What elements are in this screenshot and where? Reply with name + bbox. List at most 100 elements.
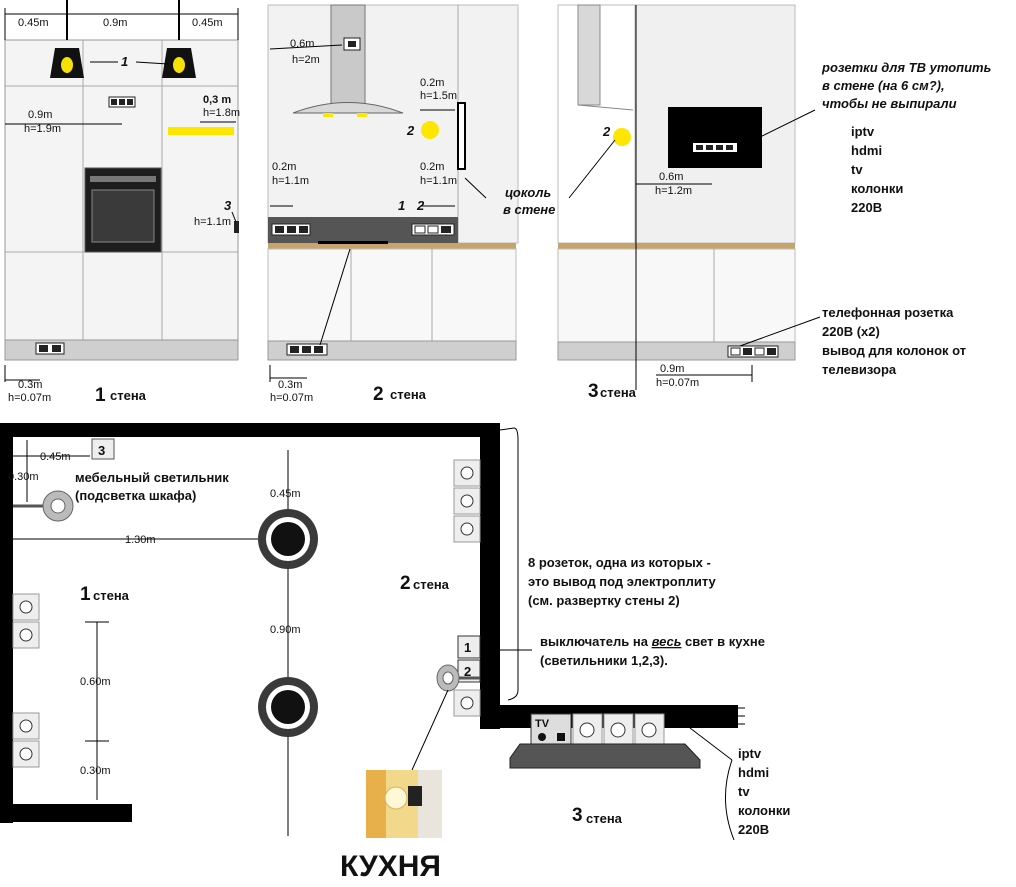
wall2-switch-label-2: 2: [416, 198, 425, 213]
plan-wall-top: [0, 423, 500, 437]
wall2-background: [267, 4, 519, 244]
plan-dim-030-left: 0.30m: [8, 471, 39, 483]
wall-lamp-2-icon: [613, 128, 631, 146]
plan-wall2-word: стена: [413, 577, 450, 592]
socket-block-icon: [12, 593, 40, 768]
wall3-tv-list-3: tv: [851, 162, 863, 177]
plan-tv-list-4: колонки: [738, 803, 790, 818]
socket-block-icon: [108, 96, 136, 108]
wall1-lamp-label: 1: [121, 54, 128, 69]
wall1-socket-dim: 0.9m: [28, 109, 52, 121]
wall1-bottom-height: h=0.07m: [8, 392, 51, 404]
wall2-right-dim: 0.2m: [420, 77, 444, 89]
wall1-dim-045-right: 0.45m: [192, 17, 223, 29]
plan-wall1-word: стена: [93, 588, 130, 603]
plan-dim-045-top: 0.45m: [40, 451, 71, 463]
wall2-bottom-height: h=0.07m: [270, 392, 313, 404]
socket-block-icon: [453, 459, 481, 717]
wall3-tv-note-3: чтобы не выпирали: [822, 96, 957, 111]
furniture-light-switch-icon: [91, 438, 115, 460]
wall1-dim-09: 0.9m: [103, 17, 127, 29]
plan-dim-130: 1.30m: [125, 534, 156, 546]
wall3-tv-list-4: колонки: [851, 181, 903, 196]
wall2-lamp-label: 2: [406, 123, 415, 138]
plan-sockets-note-3: (см. развертку стены 2): [528, 593, 680, 608]
wall2-hood-dim: 0.6m: [290, 38, 314, 50]
wall3-bottom-note-1: телефонная розетка: [822, 305, 954, 320]
plan-wall-right: [480, 423, 500, 729]
plan-wall-left: [0, 423, 13, 823]
wall3-caption-num: 3: [588, 381, 599, 402]
plan-dim-060: 0.60m: [80, 676, 111, 688]
wall2-plinth: [267, 340, 517, 361]
wall3-tv-note-2: в стене (на 6 см?),: [822, 78, 945, 93]
pendant-lamp-icon: [50, 0, 84, 78]
socket-block-icon: [727, 345, 779, 358]
switch-block-icon: [411, 223, 455, 236]
wall3-tv-note-1: розетки для ТВ утопить: [821, 60, 991, 75]
cooktop-icon: [318, 241, 388, 244]
wall2-bottom-dim: 0.3m: [278, 379, 302, 391]
wall1-light-height: h=1.8m: [203, 107, 240, 119]
wall2-hood-height: h=2m: [292, 54, 320, 66]
led-strip-light: [168, 127, 234, 135]
wall3-tv-list-2: hdmi: [851, 143, 882, 158]
tv-icon: TV: [530, 713, 572, 747]
floor-plan: 1 2 3: [0, 423, 790, 883]
wall3-elevation: 2 0.6m h=1.2m розетки для ТВ утопить в с…: [557, 4, 991, 402]
wall3-countertop: [558, 243, 795, 249]
room-title: КУХНЯ: [340, 850, 441, 883]
sconce-photo: [366, 770, 442, 838]
ceiling-light-icon: [258, 509, 318, 569]
plan-furniture-light-num: 3: [98, 443, 105, 458]
socket-block-icon: [693, 143, 737, 152]
wall2-left-low-height: h=1.1m: [272, 175, 309, 187]
plan-furniture-light-note-2: (подсветка шкафа): [75, 488, 196, 503]
wall1-switch-height: h=1.1m: [194, 216, 231, 228]
socket-block-icon: [343, 37, 361, 51]
wall2-right-low-height: h=1.1m: [420, 175, 457, 187]
socket-block-icon: [35, 342, 65, 355]
plan-wall1-num: 1: [80, 584, 91, 605]
plan-switch-note-line2: (светильники 1,2,3).: [540, 653, 668, 668]
switch-icon: [234, 221, 239, 233]
wall3-lower-cabinets: [557, 248, 796, 343]
plan-furniture-light-note-1: мебельный светильник: [75, 470, 229, 485]
wall2-lower-cabinets: [267, 248, 517, 342]
wall2-elevation: 0.6m h=2m 0.2m h=1.5m 2 0.2m h=1.1m 0.2m…: [267, 4, 555, 405]
plan-wall3-word: стена: [586, 811, 623, 826]
plan-sockets-note-2: это вывод под электроплиту: [528, 574, 717, 589]
wall1-bottom-dim: 0.3m: [18, 379, 42, 391]
hood-icon: [292, 4, 404, 117]
wall2-right-low-dim: 0.2m: [420, 161, 444, 173]
plan-tv-list-1: iptv: [738, 746, 762, 761]
switch-1-icon: [457, 635, 481, 659]
plan-sockets-note-1: 8 розеток, одна из которых -: [528, 555, 711, 570]
wall2-plinth-note-1: цоколь: [505, 185, 551, 200]
wall-lamp-2-icon: [421, 121, 439, 139]
pendant-lamp-icon: [162, 0, 196, 78]
hood-icon: [577, 4, 601, 106]
tv-socket-box-icon: [668, 107, 762, 168]
plan-switch-note-suffix: свет в кухне: [681, 634, 765, 649]
wall1-socket-height: h=1.9m: [24, 123, 61, 135]
plan-switch-note-emph: весь: [652, 634, 682, 649]
plan-wall-bottom: [0, 804, 132, 822]
wall1-caption-num: 1: [95, 385, 106, 406]
plan-switch-num-2: 2: [464, 664, 471, 679]
wall-sconce-icon: [13, 490, 74, 522]
wall2-countertop: [268, 243, 516, 249]
plan-switch-num-1: 1: [464, 640, 471, 655]
ceiling-light-icon: [258, 677, 318, 737]
wall3-lamp-label: 2: [602, 124, 611, 139]
wall2-left-low-dim: 0.2m: [272, 161, 296, 173]
wall2-right-height: h=1.5m: [420, 90, 457, 102]
socket-block-icon: [286, 343, 328, 356]
wall3-tv-list-1: iptv: [851, 124, 875, 139]
wall3-tv-height: h=1.2m: [655, 185, 692, 197]
plan-wall3-num: 3: [572, 805, 583, 826]
plan-tv-list-5: 220В: [738, 822, 769, 837]
wall1-light-dim: 0,3 m: [203, 94, 231, 106]
socket-block-icon: [271, 223, 311, 236]
